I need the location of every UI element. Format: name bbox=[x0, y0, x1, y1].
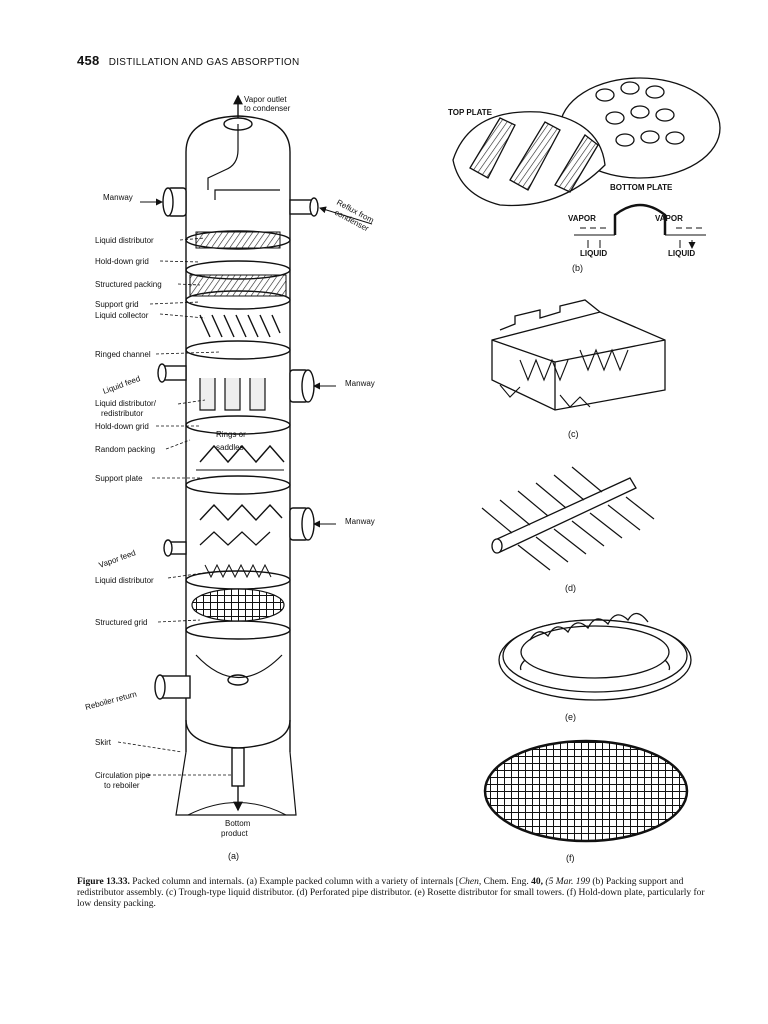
panel-a-labels: Vapor outlet to condenser Manway Reflux … bbox=[84, 95, 376, 861]
panel-a-label: (a) bbox=[228, 851, 239, 861]
panel-b-redistributor bbox=[452, 77, 721, 248]
panel-b-labels: TOP PLATE BOTTOM PLATE VAPOR VAPOR LIQUI… bbox=[448, 108, 695, 273]
caption-text-2: (b) Packing support and redistributor as… bbox=[77, 877, 705, 909]
label-vapor-right: VAPOR bbox=[655, 214, 683, 223]
panel-d-label: (d) bbox=[565, 583, 576, 593]
label-rings-or: Rings or bbox=[216, 430, 246, 439]
label-liquid-right: LIQUID bbox=[668, 249, 695, 258]
label-ringed-channel: Ringed channel bbox=[95, 350, 151, 359]
panel-a-column bbox=[154, 94, 319, 816]
label-liquid-distributor-1: Liquid distributor bbox=[95, 236, 154, 245]
label-hold-down-grid-1: Hold-down grid bbox=[95, 257, 149, 266]
vapor-feed-nozzle bbox=[163, 539, 187, 557]
label-saddles: saddles bbox=[216, 443, 244, 452]
caption-figure-number: Figure 13.33. bbox=[77, 877, 130, 887]
reboiler-return-nozzle bbox=[154, 674, 191, 700]
label-support-grid: Support grid bbox=[95, 300, 139, 309]
label-bottom-2: product bbox=[221, 829, 248, 838]
label-liquid-redistributor-1: Liquid distributor/ bbox=[95, 399, 157, 408]
label-structured-grid: Structured grid bbox=[95, 618, 147, 627]
label-liquid-feed: Liquid feed bbox=[102, 374, 142, 396]
label-vapor-outlet-1: Vapor outlet bbox=[244, 95, 287, 104]
leader-lines bbox=[117, 237, 232, 776]
figure-caption: Figure 13.33. Packed column and internal… bbox=[77, 877, 707, 910]
running-title: DISTILLATION AND GAS ABSORPTION bbox=[108, 57, 300, 68]
caption-cite-date: (5 Mar. 199 bbox=[543, 877, 591, 887]
label-vapor-left: VAPOR bbox=[568, 214, 596, 223]
caption-cite-author: Chen, bbox=[458, 877, 482, 887]
label-bottom-plate: BOTTOM PLATE bbox=[610, 183, 673, 192]
page-number: 458 bbox=[77, 53, 100, 68]
label-hold-down-grid-2: Hold-down grid bbox=[95, 422, 149, 431]
label-bottom-1: Bottom bbox=[225, 819, 251, 828]
manway-top-nozzle bbox=[162, 187, 187, 217]
label-manway-top: Manway bbox=[103, 193, 133, 202]
label-vapor-feed: Vapor feed bbox=[98, 548, 137, 570]
caption-cite-journal: Chem. Eng. bbox=[481, 877, 532, 887]
label-circulation-1: Circulation pipe bbox=[95, 771, 151, 780]
liquid-feed-nozzle bbox=[157, 363, 187, 383]
label-support-plate: Support plate bbox=[95, 474, 143, 483]
label-liquid-left: LIQUID bbox=[580, 249, 607, 258]
panel-c-trough-distributor bbox=[491, 299, 666, 411]
label-circulation-2: to reboiler bbox=[104, 781, 140, 790]
label-random-packing: Random packing bbox=[95, 445, 155, 454]
caption-cite-volume: 40, bbox=[531, 877, 544, 887]
manway-low-nozzle bbox=[289, 507, 315, 541]
label-manway-mid: Manway bbox=[345, 379, 375, 388]
panel-f-hold-down-plate bbox=[483, 739, 689, 843]
page-header: 458 DISTILLATION AND GAS ABSORPTION bbox=[77, 53, 300, 68]
label-liquid-redistributor-2: redistributor bbox=[101, 409, 144, 418]
panel-c-label: (c) bbox=[568, 429, 579, 439]
panel-f-label: (f) bbox=[566, 853, 575, 863]
panel-d-pipe-distributor bbox=[481, 466, 655, 571]
label-reboiler-return: Reboiler return bbox=[84, 690, 137, 712]
feed-arrows bbox=[140, 198, 373, 528]
caption-text-1: Packed column and internals. (a) Example… bbox=[132, 877, 459, 887]
label-liquid-collector: Liquid collector bbox=[95, 311, 149, 320]
reflux-nozzle bbox=[289, 197, 319, 217]
label-liquid-distributor-2: Liquid distributor bbox=[95, 576, 154, 585]
panel-e-rosette-distributor bbox=[498, 612, 692, 701]
label-top-plate: TOP PLATE bbox=[448, 108, 493, 117]
manway-mid-nozzle bbox=[289, 369, 315, 403]
panel-e-label: (e) bbox=[565, 712, 576, 722]
panel-b-label: (b) bbox=[572, 263, 583, 273]
label-manway-low: Manway bbox=[345, 517, 375, 526]
label-structured-packing: Structured packing bbox=[95, 280, 162, 289]
label-vapor-outlet-2: to condenser bbox=[244, 104, 291, 113]
label-skirt: Skirt bbox=[95, 738, 112, 747]
